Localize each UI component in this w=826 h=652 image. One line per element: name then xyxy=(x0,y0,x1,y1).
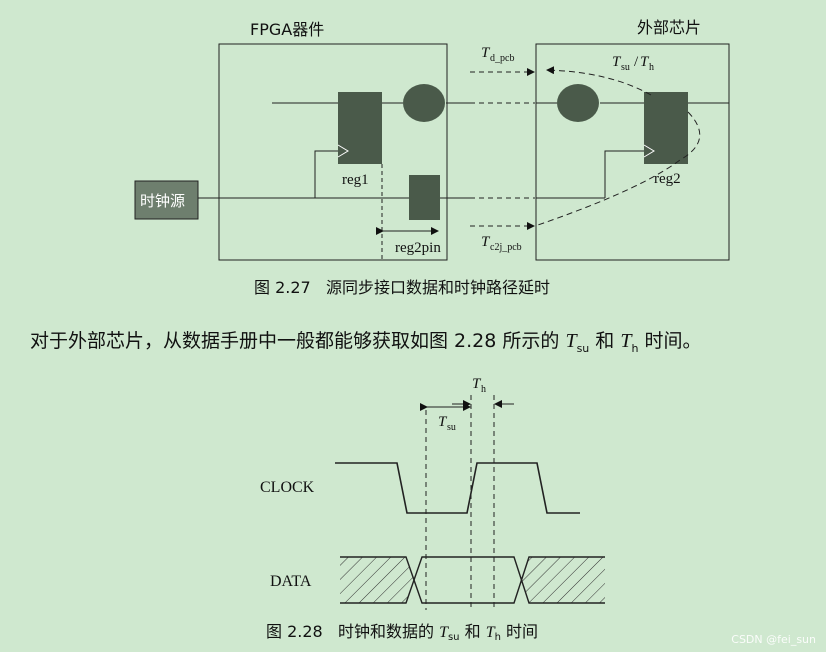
clock-label: CLOCK xyxy=(260,479,315,496)
tsu-th-t1: T xyxy=(612,54,622,70)
t-c2j-pcb-sub: c2j_pcb xyxy=(490,242,522,253)
caption-suffix: 时间 xyxy=(501,622,538,641)
fpga-box xyxy=(218,43,448,261)
figure-2-28: CLOCK DATA T su T h 图 2.28 时钟和数据的 Tsu 和 … xyxy=(260,376,605,643)
figure-2-27: FPGA器件 外部芯片 时钟源 reg1 xyxy=(134,18,730,297)
caption-t2-sub: h xyxy=(495,632,501,643)
figure-2-28-caption: 图 2.28 时钟和数据的 Tsu 和 Th 时间 xyxy=(266,622,538,643)
tsu-sub: su xyxy=(447,422,456,433)
body-mid: 和 xyxy=(589,330,621,352)
body-t1-sub: su xyxy=(576,341,590,355)
body-t2: T xyxy=(620,330,632,352)
fpga-delay-ellipse xyxy=(403,84,445,122)
tsu-main: T xyxy=(438,414,448,430)
body-prefix: 对于外部芯片，从数据手册中一般都能够获取如图 2.28 所示的 xyxy=(30,330,566,352)
th-main: T xyxy=(472,376,482,392)
th-sub: h xyxy=(481,384,486,395)
t-d-pcb-main: T xyxy=(481,45,491,61)
reg2pin-block xyxy=(409,175,440,220)
tsu-th-t2: T xyxy=(640,54,650,70)
t-d-pcb-sub: d_pcb xyxy=(490,53,514,64)
caption-prefix: 图 2.28 时钟和数据的 xyxy=(266,622,439,641)
caption-mid: 和 xyxy=(460,622,486,641)
body-t1: T xyxy=(565,330,577,352)
reg1-block xyxy=(338,92,382,164)
tsu-th-sub1: su xyxy=(621,62,630,73)
figure-2-27-caption: 图 2.27 源同步接口数据和时钟路径延时 xyxy=(254,278,550,297)
t-c2j-pcb-main: T xyxy=(481,234,491,250)
external-chip-box xyxy=(535,43,730,261)
tsu-th-sep: / xyxy=(634,54,639,70)
body-t2-sub: h xyxy=(631,341,639,355)
clock-source-label: 时钟源 xyxy=(140,192,185,210)
clock-source-box xyxy=(134,180,199,220)
body-paragraph: 对于外部芯片，从数据手册中一般都能够获取如图 2.28 所示的 Tsu 和 Th… xyxy=(30,326,702,355)
caption-t1: T xyxy=(439,624,449,641)
data-label: DATA xyxy=(270,573,312,590)
tsu-th-sub2: h xyxy=(649,62,654,73)
reg1-label: reg1 xyxy=(342,172,369,188)
watermark: CSDN @fei_sun xyxy=(731,633,816,646)
clock-waveform xyxy=(335,462,580,514)
reg2-block xyxy=(644,92,688,164)
reg2pin-label: reg2pin xyxy=(395,240,441,256)
caption-t2: T xyxy=(486,624,496,641)
chip-delay-ellipse xyxy=(557,84,599,122)
external-chip-title: 外部芯片 xyxy=(637,18,701,37)
body-suffix: 时间。 xyxy=(638,330,702,352)
reg2-label: reg2 xyxy=(654,171,681,187)
caption-t1-sub: su xyxy=(448,632,460,643)
fpga-box-title: FPGA器件 xyxy=(250,20,324,39)
